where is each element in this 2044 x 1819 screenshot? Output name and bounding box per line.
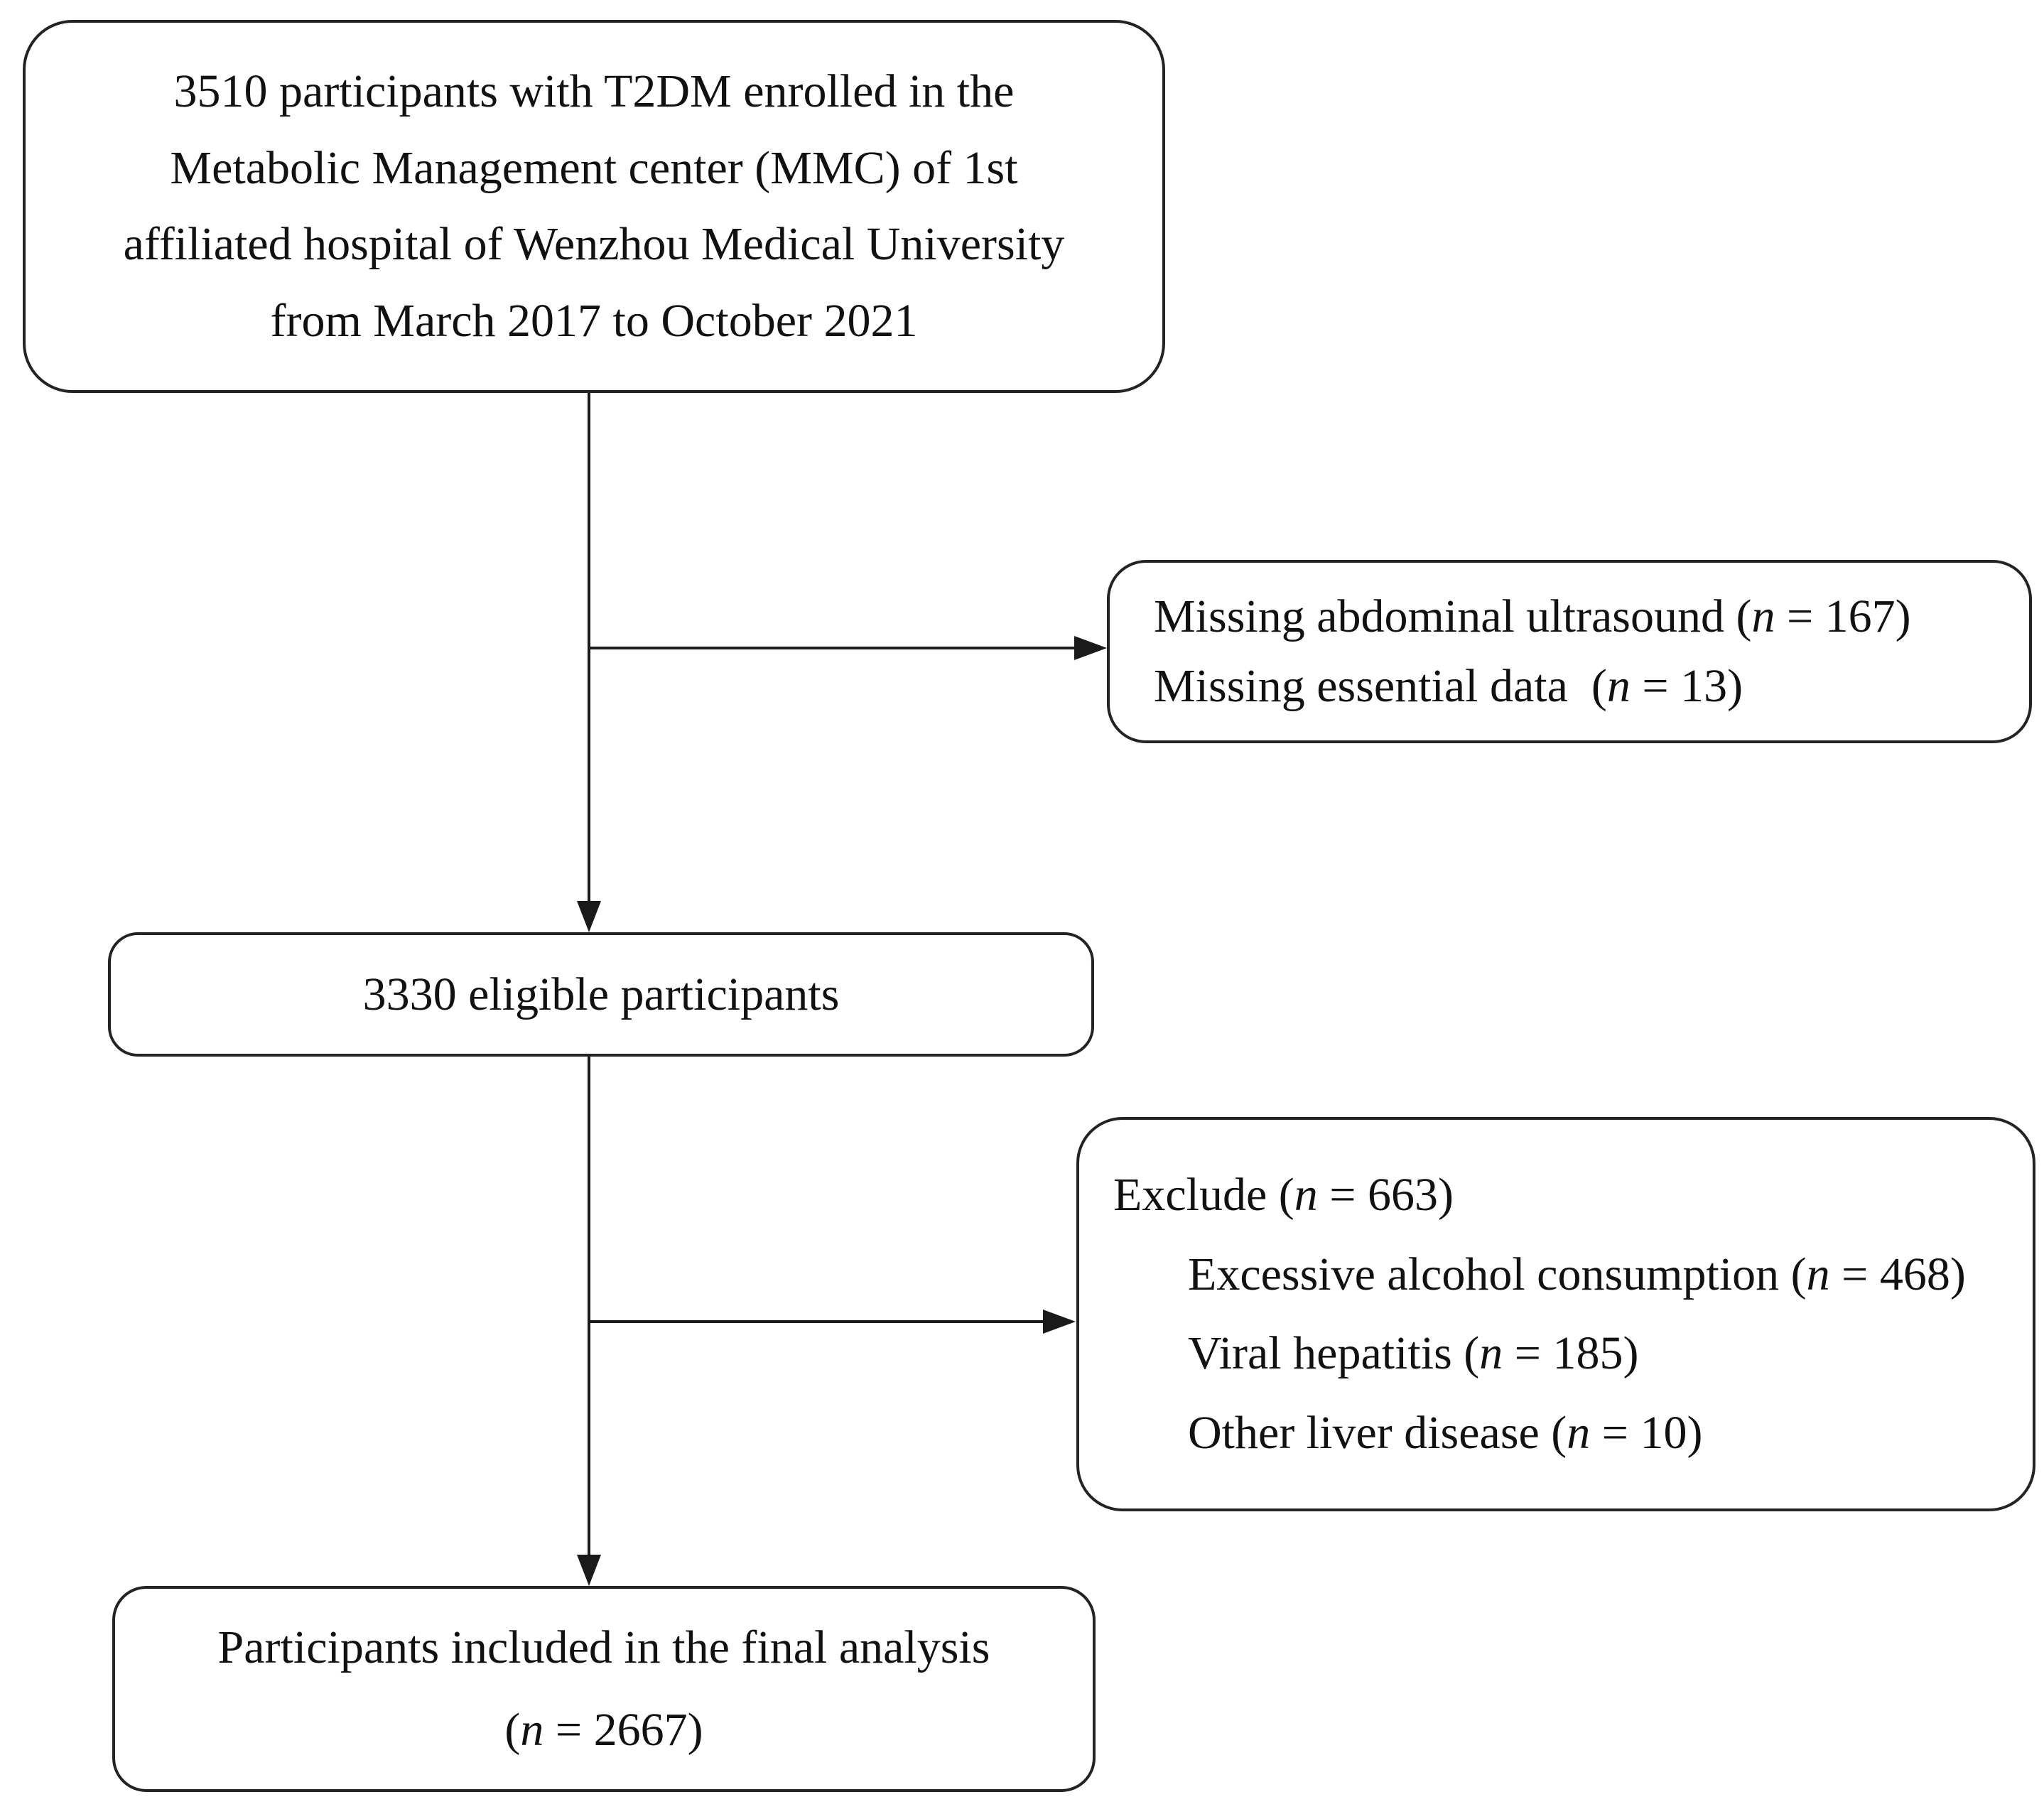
arrowhead-right-icon-1: [1074, 636, 1107, 660]
eligible-box: 3330 eligible participants: [108, 932, 1094, 1057]
connector-branch-1: [588, 647, 1074, 649]
line-text: = 13): [1630, 659, 1743, 712]
n-symbol: n: [520, 1704, 544, 1756]
line-text: = 2667): [544, 1704, 703, 1756]
final-line-2: (n = 2667): [504, 1707, 703, 1754]
exclusion1-box: Missing abdominal ultrasound (n = 167) M…: [1107, 560, 2032, 743]
final-line-1: Participants included in the final analy…: [217, 1621, 990, 1673]
exclusion2-line-2: Excessive alcohol consumption (n = 468): [1113, 1251, 2018, 1298]
line-text: = 663): [1317, 1169, 1454, 1221]
n-symbol: n: [1479, 1327, 1503, 1380]
line-text: = 10): [1590, 1406, 1703, 1459]
connector-branch-2: [588, 1320, 1043, 1323]
exclusion2-line-1: Exclude (n = 663): [1113, 1172, 2018, 1219]
n-symbol: n: [1806, 1248, 1830, 1300]
arrowhead-right-icon-2: [1043, 1310, 1076, 1334]
final-analysis-box: Participants included in the final analy…: [112, 1586, 1096, 1792]
exclusion1-line-1: Missing abdominal ultrasound (n = 167): [1154, 593, 2015, 640]
arrowhead-down-icon-1: [577, 901, 601, 932]
enrollment-line-2: Metabolic Management center (MMC) of 1st: [170, 141, 1018, 194]
enrollment-box: 3510 participants with T2DM enrolled in …: [23, 20, 1165, 393]
arrowhead-down-icon-2: [577, 1555, 601, 1586]
n-symbol: n: [1751, 590, 1775, 643]
line-text: Other liver disease (: [1188, 1406, 1567, 1459]
line-text: = 468): [1829, 1248, 1966, 1300]
n-symbol: n: [1567, 1406, 1591, 1459]
line-text: (: [504, 1704, 521, 1756]
enrollment-line-4: from March 2017 to October 2021: [270, 295, 918, 347]
exclusion2-line-4: Other liver disease (n = 10): [1113, 1406, 2018, 1459]
n-symbol: n: [1294, 1169, 1318, 1221]
line-text: Missing abdominal ultrasound (: [1154, 590, 1752, 643]
line-text: = 185): [1503, 1327, 1639, 1380]
enrollment-line-3: affiliated hospital of Wenzhou Medical U…: [123, 218, 1065, 271]
exclusion1-line-2: Missing essential data (n = 13): [1154, 659, 2015, 712]
connector-vertical-2: [588, 1057, 590, 1555]
exclusion2-line-3: Viral hepatitis (n = 185): [1113, 1330, 2018, 1377]
exclusion2-box: Exclude (n = 663) Excessive alcohol cons…: [1076, 1117, 2035, 1511]
enrollment-line-1: 3510 participants with T2DM enrolled in …: [173, 65, 1015, 117]
eligible-line: 3330 eligible participants: [362, 968, 840, 1020]
n-symbol: n: [1606, 659, 1631, 712]
line-text: Missing essential data (: [1154, 659, 1607, 712]
line-text: = 167): [1775, 590, 1911, 643]
line-text: Viral hepatitis (: [1188, 1327, 1480, 1380]
line-text: Exclude (: [1113, 1169, 1294, 1221]
line-text: Excessive alcohol consumption (: [1188, 1248, 1807, 1300]
